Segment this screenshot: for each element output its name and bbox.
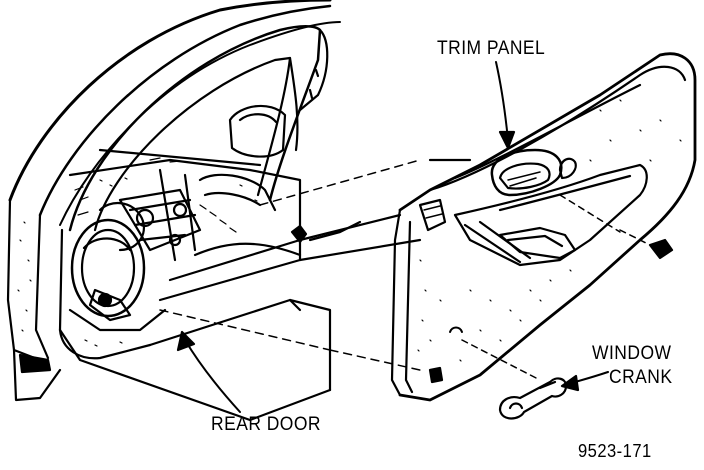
- rear-door-arrow: [178, 332, 240, 412]
- figure-number: 9523-171: [578, 441, 652, 461]
- window-crank-label-line2: CRANK: [609, 367, 673, 388]
- rear-door-lower-body: [60, 160, 470, 420]
- body-pillar: [8, 0, 340, 400]
- trim-panel-arrow: [496, 62, 514, 148]
- trim-panel-label: TRIM PANEL: [437, 38, 546, 59]
- rear-door-label: REAR DOOR: [211, 414, 322, 435]
- window-crank-label-line1: WINDOW: [592, 343, 672, 364]
- rear-door-inner-panel: [60, 106, 300, 358]
- trim-panel: [392, 54, 695, 400]
- window-crank: [462, 340, 566, 419]
- door-frame: [70, 26, 327, 230]
- window-crank-arrow: [562, 372, 608, 390]
